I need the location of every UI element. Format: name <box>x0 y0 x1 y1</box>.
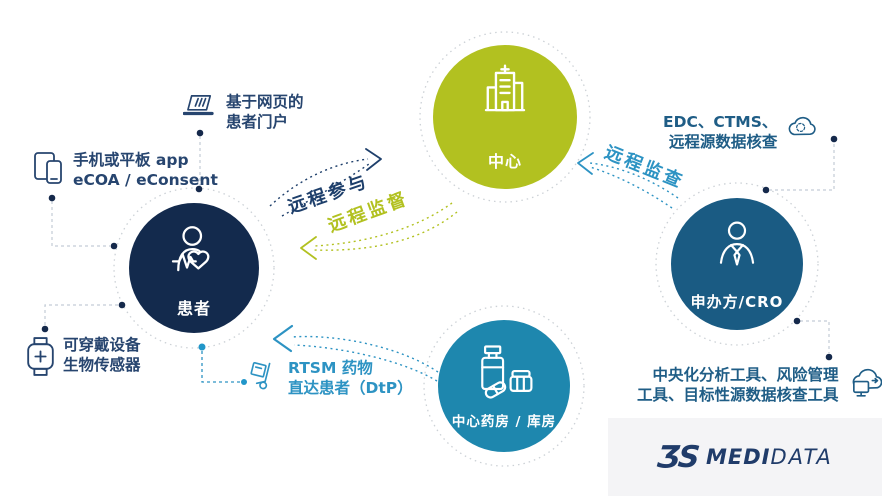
connector-mobileapp <box>51 201 110 247</box>
node-pharmacy: 中心药房 / 库房 <box>438 320 570 452</box>
dot <box>195 185 203 193</box>
arrow-dtp-delivery <box>272 324 439 382</box>
connector-wearable <box>44 304 118 325</box>
label-line: RTSM 药物 <box>288 359 373 377</box>
cloud-computer-icon <box>852 368 882 397</box>
medidata-wordmark-light: DATA <box>770 445 833 469</box>
label-wearable: 可穿戴设备 生物传感器 <box>27 335 141 376</box>
dot <box>118 301 126 309</box>
node-sponsor-label: 申办方/CRO <box>690 293 784 311</box>
dot <box>198 343 206 351</box>
arrow-remote-monitoring <box>577 152 679 209</box>
label-line: 生物传感器 <box>63 356 141 375</box>
node-center: 中心 <box>433 45 577 189</box>
dot <box>110 242 118 250</box>
patient-ring <box>113 187 275 349</box>
sponsor-ring <box>655 182 819 346</box>
person-tie-icon <box>719 221 755 266</box>
label-line: EDC、CTMS、 <box>663 113 778 131</box>
handtruck-icon <box>250 361 271 390</box>
pharmacy-ring <box>423 305 585 467</box>
label-line: 手机或平板 app <box>73 151 189 169</box>
dassault-3ds-logo: ƷS <box>655 439 700 475</box>
patient-heart-icon <box>171 226 210 272</box>
node-patient: 患者 <box>129 203 259 333</box>
arrow-remote-participation <box>269 148 382 217</box>
dot <box>41 325 49 333</box>
medidata-wordmark-bold: MEDI <box>706 445 771 469</box>
dot <box>48 194 56 202</box>
node-patient-label: 患者 <box>176 299 211 318</box>
connector-rtsm <box>201 351 240 383</box>
label-line: 中央化分析工具、风险管理 <box>652 366 839 384</box>
node-center-label: 中心 <box>487 152 522 171</box>
dot <box>825 353 833 361</box>
dot <box>762 186 770 194</box>
label-line: 患者门户 <box>226 113 289 132</box>
dot <box>793 317 801 325</box>
label-edc: EDC、CTMS、 远程源数据核查 <box>663 112 820 152</box>
dot <box>830 135 838 143</box>
label-line: 可穿戴设备 <box>63 336 141 354</box>
node-sponsor: 申办方/CRO <box>671 198 803 330</box>
label-line: 基于网页的 <box>226 93 304 111</box>
label-web-portal: 基于网页的 患者门户 <box>183 92 304 132</box>
connector-analysis <box>800 320 830 353</box>
dot <box>241 379 247 385</box>
arrow-remote-supervision <box>300 202 458 260</box>
label-line: 工具、目标性源数据核查工具 <box>637 386 839 405</box>
medicine-icon <box>481 345 533 399</box>
laptop-icon <box>183 95 214 116</box>
node-pharmacy-label: 中心药房 / 库房 <box>451 414 557 430</box>
label-rtsm: RTSM 药物 直达患者（DtP） <box>248 358 413 398</box>
label-line: eCOA / eConsent <box>73 171 218 190</box>
hospital-icon <box>484 64 526 112</box>
label-line: 远程源数据核查 <box>668 133 778 152</box>
tablet-phone-icon <box>34 152 62 184</box>
cloud-icon <box>789 116 817 136</box>
label-line: 直达患者（DtP） <box>288 379 413 398</box>
label-analysis: 中央化分析工具、风险管理 工具、目标性源数据核查工具 <box>637 365 882 405</box>
logo-panel: ƷS MEDI DATA <box>608 418 882 496</box>
smartwatch-icon <box>27 337 54 376</box>
dot <box>196 129 204 137</box>
center-ring <box>419 31 591 203</box>
label-mobile-app: 手机或平板 app eCOA / eConsent <box>34 150 218 190</box>
